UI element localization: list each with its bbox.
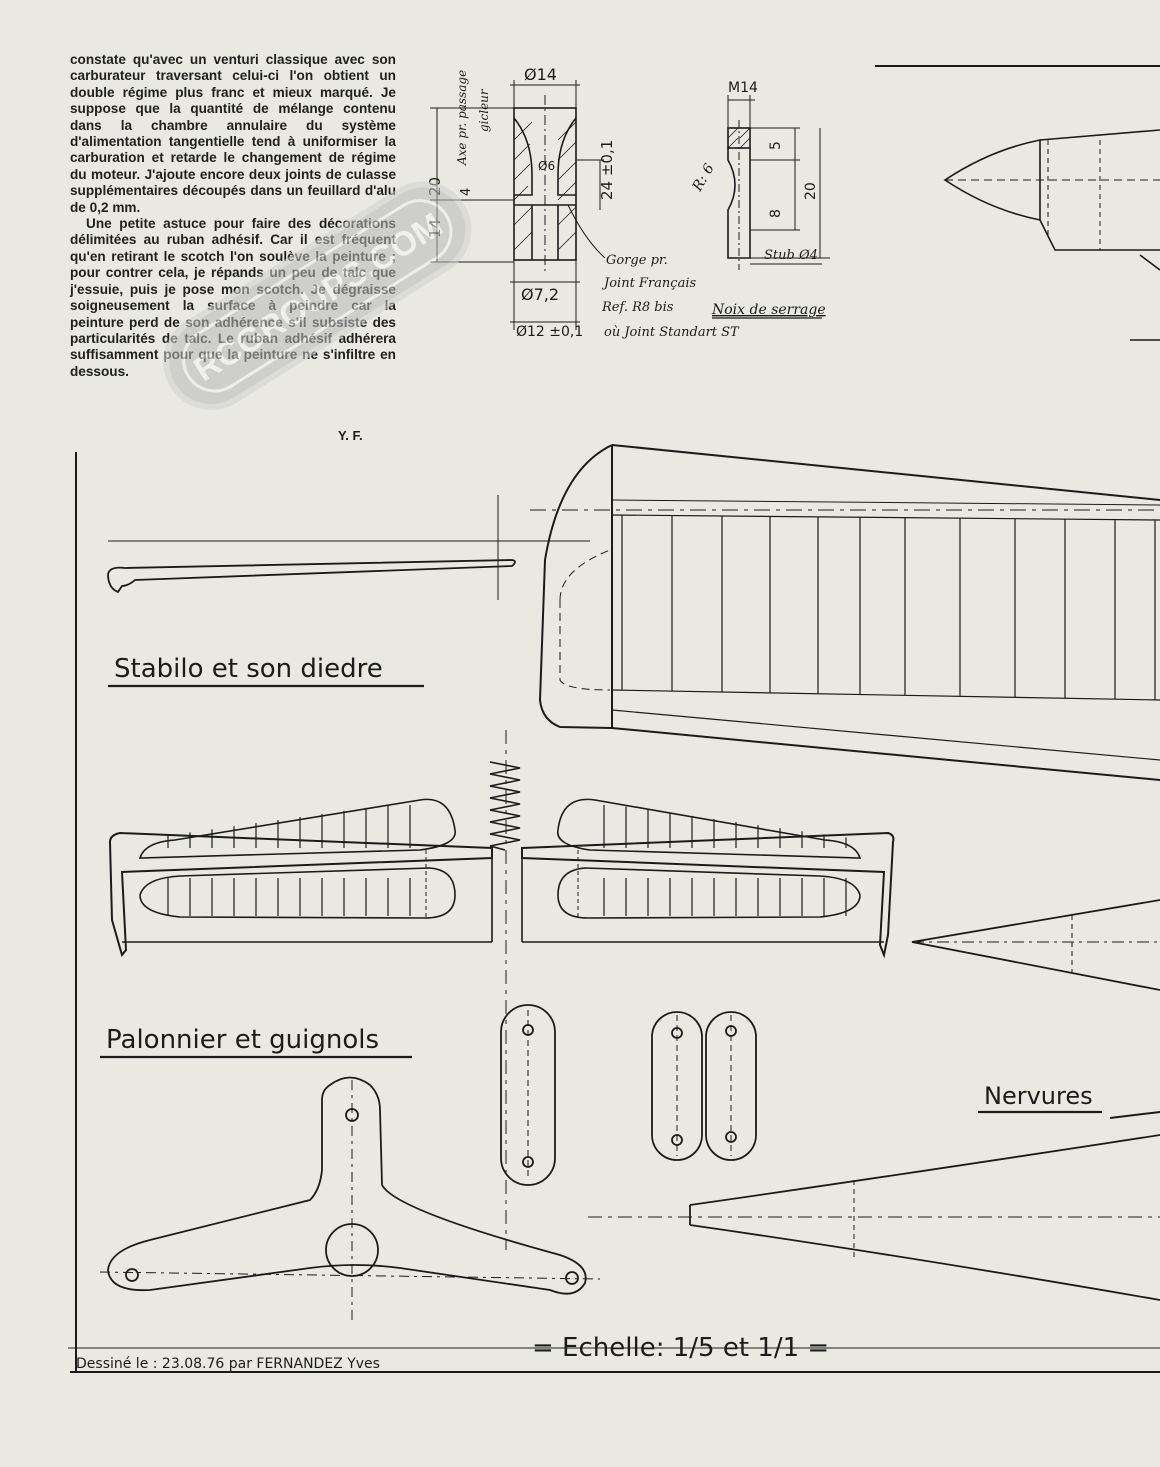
stabilo-plan-view (108, 761, 895, 959)
gicleur-dim-mid: Ø6 (538, 159, 555, 173)
gicleur-dim-bottom-1: Ø7,2 (521, 285, 559, 304)
noix-dim-radius: R: 6 (689, 161, 718, 195)
plan-frame (68, 452, 1160, 1373)
stabilo-side-profile (107, 495, 590, 600)
gicleur-note-2: Joint Français (601, 276, 696, 291)
scale-note: = Echelle: 1/5 et 1/1 = (532, 1333, 829, 1363)
noix-dim-2: 8 (768, 209, 784, 218)
watermark-stamp: RCGROUPS.COM (163, 181, 472, 410)
gicleur-axis-label-2: gicleur (477, 88, 491, 132)
gicleur-dim-height-3: 4 (459, 188, 474, 196)
article-column: constate qu'avec un venturi classique av… (70, 52, 396, 380)
section-titles: Stabilo et son diedre Palonnier et guign… (76, 654, 1093, 1372)
gicleur-note-1: Gorge pr. (606, 253, 668, 268)
gicleur-note-4: où Joint Standart ST (604, 325, 740, 340)
gicleur-axis-label-1: Axe pr. passage (455, 70, 469, 166)
wing-plan-view (530, 444, 1160, 781)
noix-dim-top: M14 (728, 80, 758, 96)
wing-ribs (621, 515, 1156, 700)
guignol-link-3 (705, 1011, 757, 1161)
drawing-credit: Dessiné le : 23.08.76 par FERNANDEZ Yves (76, 1356, 380, 1372)
noix-part-name: Noix de serrage (711, 302, 826, 318)
nervures-title: Nervures (984, 1082, 1093, 1110)
guignol-link-2 (651, 1011, 703, 1161)
article-signature: Y. F. (338, 428, 363, 443)
palonnier-drawing (99, 1076, 601, 1320)
noix-dim-stub: Stub Ø4 (764, 248, 818, 263)
nervure-profile (588, 1111, 1160, 1301)
gicleur-dim-bottom-2: Ø12 ±0,1 (516, 324, 583, 340)
guignol-link-1 (500, 1004, 556, 1186)
stabilo-title: Stabilo et son diedre (114, 654, 383, 684)
noix-dim-1: 5 (768, 141, 784, 150)
gicleur-dim-thread: 24 ±0,1 (598, 140, 616, 200)
fuselage-front-view (875, 65, 1160, 341)
noix-part-drawing (727, 95, 830, 270)
article-paragraph-1: constate qu'avec un venturi classique av… (70, 52, 396, 215)
gicleur-dim-top: Ø14 (524, 65, 557, 84)
noix-dim-3: 20 (803, 182, 819, 200)
stabilo-ribs (167, 805, 847, 916)
gicleur-note-3: Ref. R8 bis (601, 300, 674, 315)
noix-part-labels: M14 R: 6 5 8 20 Stub Ø4 Noix de serrage (689, 80, 826, 318)
gicleur-part-labels: Ø14 Ø6 Ø7,2 Ø12 ±0,1 20 14 4 24 ±0,1 Axe… (426, 65, 740, 340)
title-underlines (100, 684, 1102, 1114)
tail-section (911, 899, 1160, 991)
palonnier-title: Palonnier et guignols (106, 1025, 379, 1055)
